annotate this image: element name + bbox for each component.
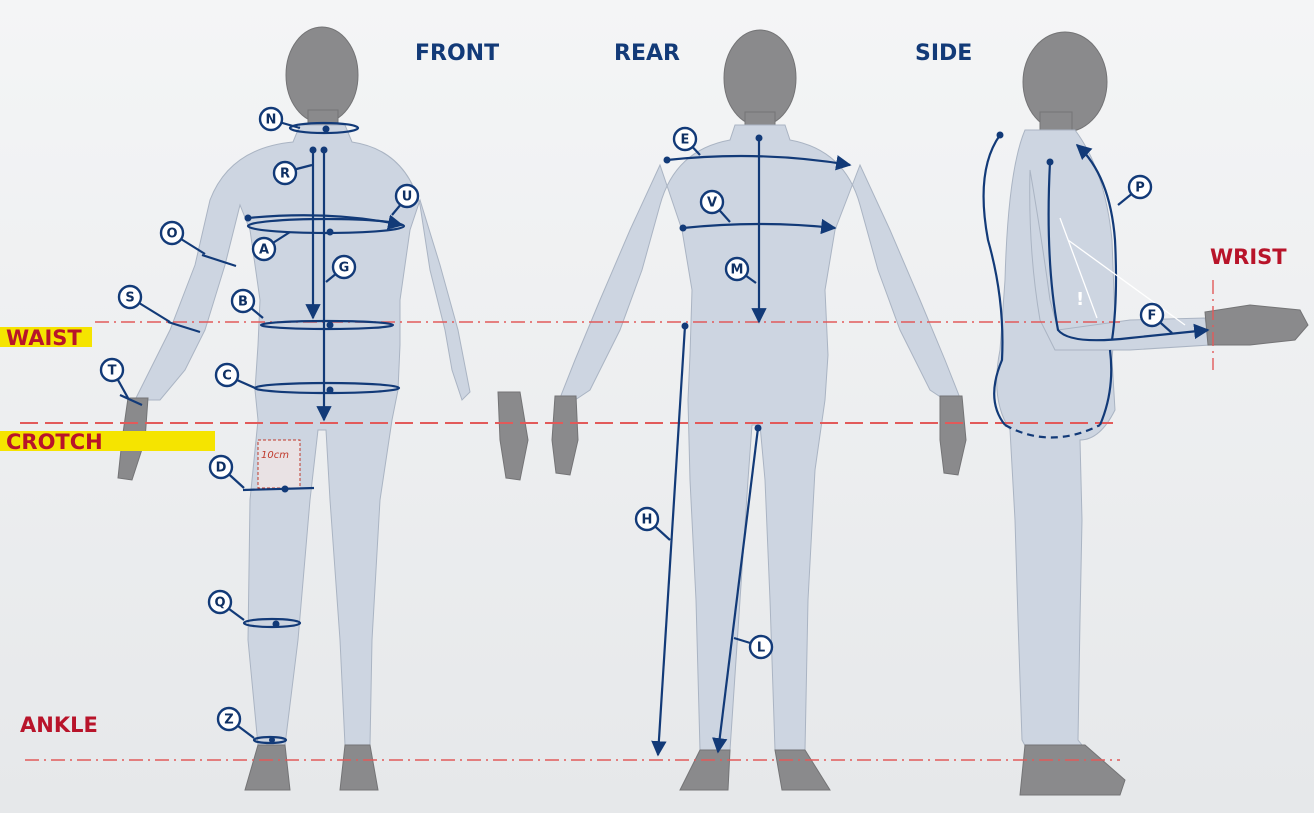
- side-view-title: SIDE: [915, 41, 972, 66]
- svg-text:E: E: [681, 133, 690, 148]
- shoulder-dot: [664, 157, 671, 164]
- ankle-label: ANKLE: [20, 713, 98, 737]
- back-width-dot: [680, 225, 687, 232]
- side-hand: [1205, 305, 1308, 345]
- hip-dot: [327, 387, 334, 394]
- crotch-offset-note: 10cm: [261, 450, 289, 461]
- svg-text:H: H: [642, 513, 653, 528]
- front-head: [286, 27, 358, 123]
- svg-text:G: G: [339, 261, 350, 276]
- chest-dot: [327, 229, 334, 236]
- svg-text:C: C: [222, 369, 232, 384]
- svg-text:F: F: [1148, 309, 1157, 324]
- rear-view-title: REAR: [614, 41, 680, 66]
- svg-text:Z: Z: [224, 713, 233, 728]
- svg-text:U: U: [402, 190, 413, 205]
- knee-dot: [273, 621, 280, 628]
- svg-text:R: R: [280, 167, 290, 182]
- elbow-warning-icon: !: [1076, 289, 1084, 310]
- svg-text:M: M: [731, 263, 744, 278]
- front-view-title: FRONT: [415, 41, 499, 66]
- wrist-label: WRIST: [1210, 245, 1287, 269]
- thigh-dot: [282, 486, 289, 493]
- svg-text:V: V: [707, 196, 717, 211]
- svg-text:T: T: [108, 364, 117, 379]
- inseam-dot: [755, 425, 762, 432]
- chest-upper-dot: [245, 215, 252, 222]
- svg-text:B: B: [238, 295, 248, 310]
- outseam-dot: [682, 323, 689, 330]
- svg-text:P: P: [1135, 181, 1145, 196]
- waist-label: WAIST: [6, 326, 82, 350]
- svg-text:A: A: [259, 243, 269, 258]
- svg-text:N: N: [266, 113, 277, 128]
- front-length-G-start: [321, 147, 328, 154]
- svg-text:S: S: [125, 291, 134, 306]
- svg-text:D: D: [216, 461, 227, 476]
- side-back-dot: [997, 132, 1004, 139]
- crotch-offset-box: [258, 440, 300, 488]
- svg-text:O: O: [166, 227, 177, 242]
- neck-dot: [323, 126, 330, 133]
- crotch-label: CROTCH: [6, 430, 103, 454]
- back-length-dot: [756, 135, 763, 142]
- ankle-dot: [269, 737, 275, 743]
- sleeve-dot: [1047, 159, 1054, 166]
- svg-text:Q: Q: [214, 596, 225, 611]
- waist-dot: [327, 322, 334, 329]
- svg-text:L: L: [757, 641, 765, 656]
- front-length-R-start: [310, 147, 317, 154]
